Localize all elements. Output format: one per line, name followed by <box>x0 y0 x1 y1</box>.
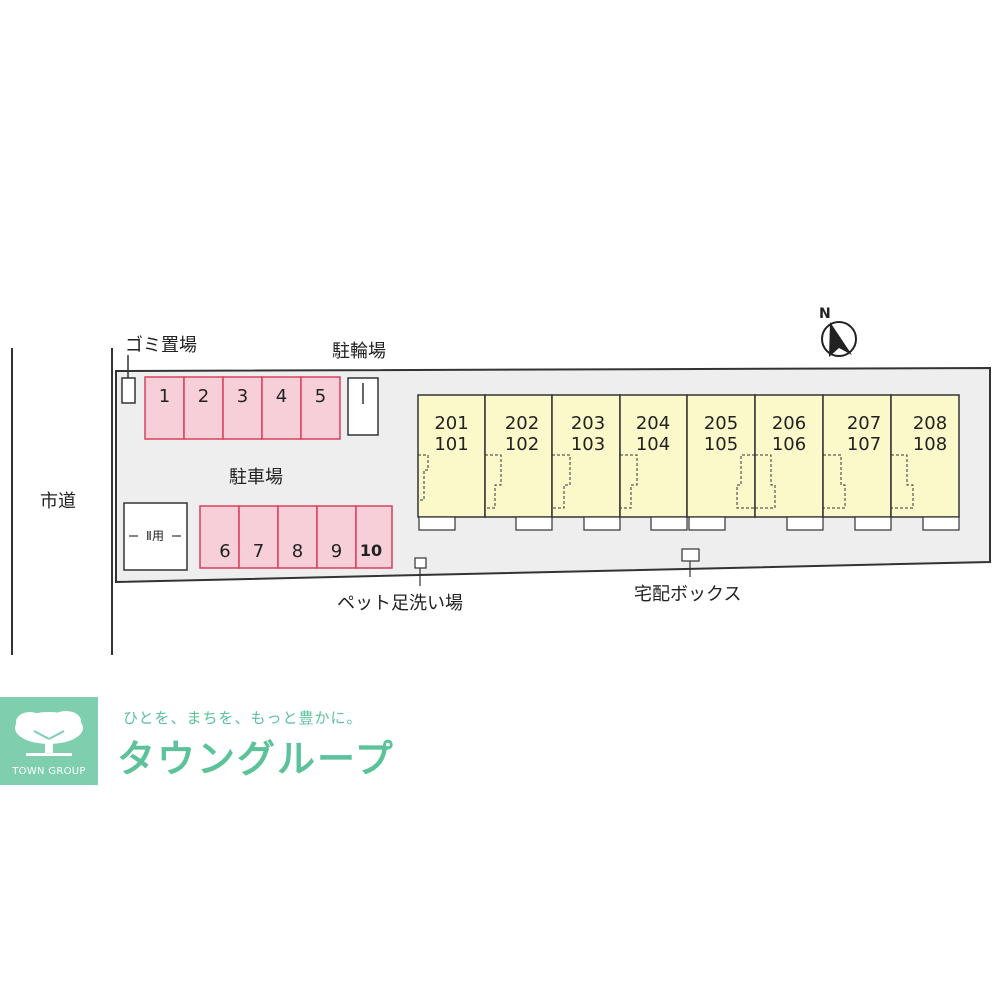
unit-box <box>484 394 553 518</box>
town-group-logo: TOWN GROUP <box>0 697 98 785</box>
unit: 205 105 <box>686 394 756 531</box>
parking-space: 3 <box>222 376 263 440</box>
unit-box <box>754 394 824 518</box>
delivery-box-label: 宅配ボックス <box>634 584 741 605</box>
road-label: 市道 <box>40 491 76 512</box>
parking-space: 7 <box>238 505 279 569</box>
parking-space: 6 <box>199 505 240 569</box>
unit-porch <box>922 516 960 531</box>
parking-space: 8 <box>277 505 318 569</box>
unit-porch <box>650 516 688 531</box>
delivery-box-marker <box>681 548 700 562</box>
unit-number-upper: 206 <box>772 413 806 434</box>
unit-number-upper: 201 <box>434 413 468 434</box>
special-parking-label: Ⅱ用 <box>146 529 164 543</box>
unit-stair-outline <box>755 454 776 509</box>
parking-space-number: 1 <box>159 386 170 407</box>
logo-caption: TOWN GROUP <box>12 766 86 777</box>
parking-space-box <box>277 505 318 569</box>
unit-porch <box>854 516 892 531</box>
parking-space-box <box>144 376 185 440</box>
unit-number-lower: 108 <box>913 434 947 455</box>
unit-porch <box>418 516 456 531</box>
parking-row-top: 1 2 3 4 5 <box>144 376 341 440</box>
north-compass-icon: N <box>819 306 857 357</box>
brand-slogan: ひとを、まちを、もっと豊かに。 <box>123 709 363 727</box>
unit-number-lower: 107 <box>847 434 881 455</box>
parking-space-box <box>199 505 240 569</box>
unit: 206 106 <box>754 394 824 531</box>
parking-space: 2 <box>183 376 224 440</box>
parking-space-number: 9 <box>331 541 342 562</box>
parking-space-box <box>300 376 341 440</box>
unit: 201 101 <box>417 394 486 531</box>
unit-porch <box>515 516 553 531</box>
unit-stair-outline <box>620 454 638 509</box>
parking-space: 9 <box>316 505 357 569</box>
unit-number-upper: 207 <box>847 413 881 434</box>
parking-space: 4 <box>261 376 302 440</box>
unit-number-lower: 101 <box>434 434 468 455</box>
parking-space-number: 8 <box>292 541 303 562</box>
brand-name: タウングループ <box>117 737 395 781</box>
parking-space-box <box>183 376 224 440</box>
unit-stair-outline <box>418 454 429 501</box>
unit: 202 102 <box>484 394 553 531</box>
unit: 207 107 <box>822 394 892 531</box>
unit-number-upper: 203 <box>571 413 605 434</box>
unit-stair-outline <box>552 454 571 509</box>
site-map: 市道 ゴミ置場 駐輪場 駐車場 1 2 3 4 5 <box>11 306 991 655</box>
unit-porch <box>583 516 621 531</box>
parking-space: 10 <box>355 505 393 569</box>
garbage-area-label: ゴミ置場 <box>125 335 197 356</box>
pet-wash-label: ペット足洗い場 <box>337 593 463 614</box>
unit-number-lower: 105 <box>704 434 738 455</box>
unit: 208 108 <box>890 394 960 531</box>
parking-row-bottom: 6 7 8 9 10 <box>199 505 393 569</box>
unit-number-upper: 202 <box>505 413 539 434</box>
parking-space-number: 5 <box>315 386 326 407</box>
unit-stair-outline <box>736 454 755 509</box>
tree-icon <box>15 711 83 756</box>
compass-north-label: N <box>819 306 831 322</box>
parking-space-number: 10 <box>360 541 382 560</box>
unit-number-lower: 104 <box>636 434 670 455</box>
unit-number-upper: 204 <box>636 413 670 434</box>
unit-number-lower: 103 <box>571 434 605 455</box>
unit-box <box>822 394 892 518</box>
compass-needle <box>829 322 852 357</box>
unit-number-upper: 208 <box>913 413 947 434</box>
unit-number-lower: 102 <box>505 434 539 455</box>
building: 201 101 202 102 203 103 204 104 <box>417 394 960 531</box>
parking-space-number: 3 <box>237 386 248 407</box>
unit-porch <box>786 516 824 531</box>
parking-space-box <box>261 376 302 440</box>
parking-space-box <box>316 505 357 569</box>
pet-wash-box <box>414 557 427 569</box>
parking-label: 駐車場 <box>229 467 283 488</box>
unit-porch <box>688 516 726 531</box>
parking-space: 5 <box>300 376 341 440</box>
bicycle-parking-label: 駐輪場 <box>332 341 386 362</box>
unit-box <box>619 394 688 518</box>
parking-space-number: 6 <box>219 541 230 562</box>
unit-box <box>686 394 756 518</box>
garbage-area-box <box>121 377 136 404</box>
parking-space: 1 <box>144 376 185 440</box>
unit: 203 103 <box>551 394 621 531</box>
parking-space-number: 2 <box>198 386 209 407</box>
unit-stair-outline <box>823 454 846 509</box>
unit-number-upper: 205 <box>704 413 738 434</box>
parking-space-box <box>355 505 393 569</box>
parking-space-number: 7 <box>253 541 264 562</box>
unit-stair-outline <box>485 454 502 509</box>
parking-space-number: 4 <box>276 386 287 407</box>
unit-box <box>890 394 960 518</box>
unit: 204 104 <box>619 394 688 531</box>
unit-number-lower: 106 <box>772 434 806 455</box>
